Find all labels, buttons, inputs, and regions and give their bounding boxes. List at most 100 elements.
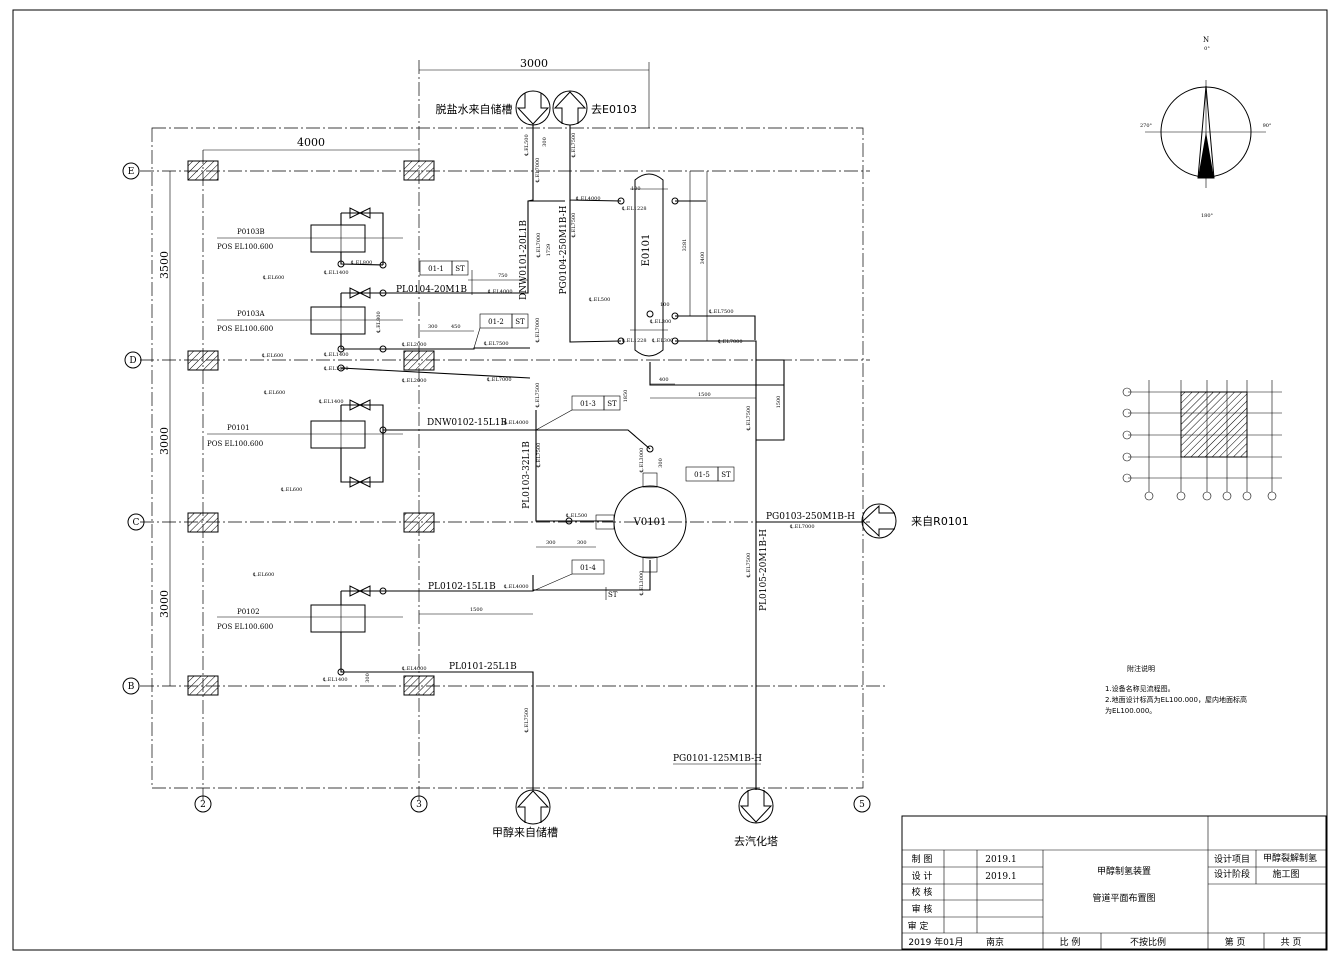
el7000-a: ℄.EL7000: [535, 158, 541, 184]
from-r0101-label: 来自R0101: [911, 515, 969, 528]
tb-page-label: 第 页: [1225, 936, 1246, 948]
sd-1500-c: 1500: [470, 607, 483, 613]
sd-3400: 3400: [700, 252, 706, 265]
e0101-tag: E0101: [641, 234, 652, 267]
p0101-pos: POS EL100.600: [207, 440, 263, 448]
el7500-h: ℄.EL7500: [746, 553, 752, 579]
building-outline: [151, 127, 864, 789]
axis-c-label: C: [133, 518, 140, 528]
el4000-e: ℄.EL4000: [401, 666, 427, 672]
pg0103-label: PG0103-250M1B-H: [766, 512, 855, 522]
tb-zhitu: 制 图: [912, 853, 933, 865]
el2000-b: ℄.EL2000: [401, 378, 427, 384]
el7000-b: ℄.EL7000: [536, 233, 542, 259]
el7500-i: ℄.EL7500: [524, 708, 530, 734]
small-dimensions: 300 750 300 450 1729 100 100 400 1500 18…: [365, 137, 782, 683]
tag-boxes: 01-1 ST 01-2 ST 01-3 ST 01-4 ST 01-5 ST: [419, 260, 735, 600]
elevation-labels: ℄.EL500 ℄.EL7500 ℄.EL4000 ℄.EL7000 ℄.EL7…: [252, 133, 815, 734]
compass-180-label: 180°: [1201, 213, 1214, 219]
sd-1850: 1850: [623, 390, 629, 403]
tb-design-project-value: 甲醇裂解制氢: [1263, 852, 1317, 864]
el600-c: ℄.EL600: [263, 390, 285, 396]
dnw0102-label: DNW0102-15L1B: [427, 418, 507, 428]
tb-shending: 审 定: [908, 920, 929, 932]
from-r0101-arrow-icon: [861, 503, 897, 539]
pg0101-label: PG0101-125M1B-H: [673, 754, 762, 764]
tb-sheji: 设 计: [912, 870, 933, 882]
notes: 附注说明 1.设备名称见流程图。 2.地面设计标高为EL100.000，屋内地面…: [1105, 664, 1247, 715]
vessel-v0101: V0101: [595, 472, 687, 573]
notes-title: 附注说明: [1127, 664, 1155, 673]
tb-total-label: 共 页: [1281, 937, 1302, 948]
el600-b: ℄.EL600: [261, 353, 283, 359]
el7500-b: ℄.EL7500: [571, 213, 577, 239]
axis-d-label: D: [129, 356, 136, 366]
compass-90-label: 90°: [1263, 123, 1272, 129]
pl0105-label: PL0105-20M1B-H: [759, 529, 769, 611]
dim-3000-top: 3000: [520, 57, 548, 70]
sd-100-b: 100: [660, 302, 670, 308]
pump-p0103b: [310, 224, 366, 253]
sd-300-c: 300: [658, 458, 664, 468]
tag-01-2: 01-2: [488, 318, 504, 326]
drawing-frame: [12, 9, 1328, 951]
el500-c: ℄.EL500: [565, 513, 587, 519]
el600-e: ℄.EL600: [252, 572, 274, 578]
p0102-tag: P0102: [237, 608, 260, 616]
pl0104-label: PL0104-20M1B: [396, 285, 467, 295]
sd-300-a: 300: [542, 137, 548, 147]
desalt-water-label: 脱盐水来自储槽: [436, 102, 513, 116]
el7500-d: ℄.EL7500: [535, 383, 541, 409]
pl0102-label: PL0102-15L1B: [428, 582, 496, 592]
el1228-a: ℄.EL1228: [621, 206, 647, 212]
to-stripper-label: 去汽化塔: [734, 834, 778, 848]
el7500-c: ℄.EL7500: [483, 341, 509, 347]
p0101-tag: P0101: [227, 424, 250, 432]
pump-p0103a: [310, 306, 366, 335]
sd-450: 450: [451, 324, 461, 330]
el4000-b: ℄.EL4000: [487, 289, 513, 295]
pumps: P0103B POS EL100.600 P0103A POS EL100.60…: [207, 224, 403, 633]
axis-e-label: E: [128, 167, 135, 177]
tb-drawing-name: 管道平面布置图: [1092, 892, 1155, 904]
p0103a-pos: POS EL100.600: [217, 325, 273, 333]
sd-300-e: 300: [577, 540, 587, 546]
sd-300-f: 300: [365, 673, 371, 683]
sd-3281: 3281: [682, 239, 688, 252]
p0103a-tag: P0103A: [237, 310, 266, 318]
valves: [337, 197, 679, 676]
el7500-g: ℄.EL7500: [746, 406, 752, 432]
el1400-b: ℄.EL1400: [323, 352, 349, 358]
el600-d: ℄.EL600: [280, 487, 302, 493]
axis-3-label: 3: [416, 800, 422, 810]
tb-jiaohe: 校 核: [912, 886, 933, 898]
grid-bubbles: E D C B 2 3 5: [122, 162, 871, 813]
el500-a: ℄.EL500: [524, 134, 530, 156]
el300-b: ℄.EL300: [651, 338, 673, 344]
sd-300-b: 300: [428, 324, 438, 330]
north-compass: N 0° 90° 270° 180°: [1140, 36, 1272, 219]
axis-5-label: 5: [859, 800, 865, 810]
el7000-c: ℄.EL7000: [486, 377, 512, 383]
el800-b: ℄.EL800: [376, 311, 382, 333]
el1400-e: ℄.EL1400: [322, 677, 348, 683]
notes-line-3: 为EL100.000。: [1105, 706, 1156, 715]
line-labels: PL0104-20M1B DNW0101-20L1B PG0104-250M1B…: [396, 205, 855, 765]
tb-date-1: 2019.1: [985, 855, 1017, 865]
notes-line-1: 1.设备名称见流程图。: [1105, 684, 1175, 693]
pg0104-label: PG0104-250M1B-H: [559, 205, 569, 294]
tag-st-4: ST: [608, 591, 618, 599]
p0102-pos: POS EL100.600: [217, 623, 273, 631]
el300-a: ℄.EL300: [649, 319, 671, 325]
el7000-f: ℄.EL7000: [789, 524, 815, 530]
el500-b: ℄.EL500: [588, 297, 610, 303]
title-block: 制 图 设 计 校 核 审 核 审 定 2019.1 2019.1 甲醇制氢装置…: [901, 815, 1327, 950]
tb-shenhe: 审 核: [912, 903, 933, 915]
el4000-a: ℄.EL4000: [575, 196, 601, 202]
tag-01-3: 01-3: [580, 400, 596, 408]
axis-b-label: B: [128, 682, 135, 692]
sd-400: 400: [659, 377, 669, 383]
tag-01-5: 01-5: [694, 471, 710, 479]
dimension-lines: 3000 4000 3500 3000 3000: [158, 57, 650, 686]
